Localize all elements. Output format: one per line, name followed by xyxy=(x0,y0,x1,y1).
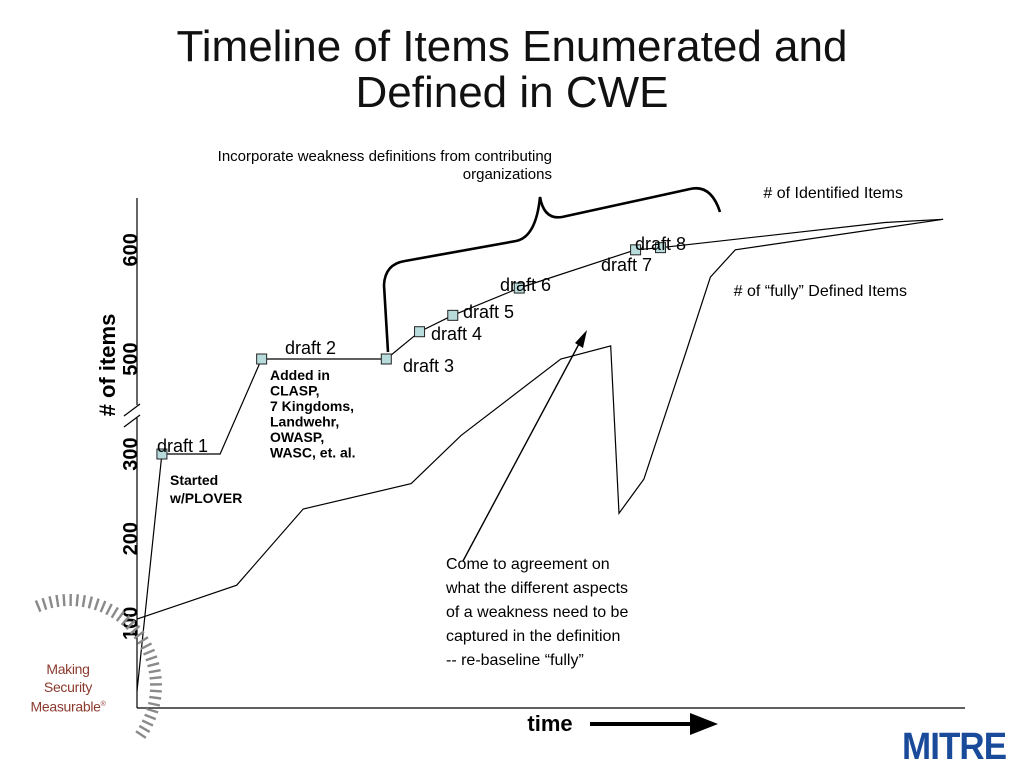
draft-marker xyxy=(655,242,667,254)
series-line-identified xyxy=(136,218,944,692)
page-title: Timeline of Items Enumerated and Defined… xyxy=(0,24,1024,116)
draft-marker xyxy=(380,353,392,365)
added-annotation-line: OWASP, xyxy=(270,429,324,445)
draft-label: draft 5 xyxy=(463,302,514,322)
added-annotation-line: WASC, et. al. xyxy=(270,445,356,461)
mitre-logo: MITRE xyxy=(902,726,1007,768)
draft-marker xyxy=(156,448,168,460)
draft-label: draft 3 xyxy=(403,356,454,376)
draft-marker xyxy=(256,353,268,365)
msm-logo-arc xyxy=(34,593,163,739)
draft-label: draft 2 xyxy=(285,338,336,358)
draft-label: draft 7 xyxy=(601,255,652,275)
draft-label: draft 1 xyxy=(157,436,208,456)
series-line-fully-defined xyxy=(136,218,944,620)
draft-marker xyxy=(414,326,426,338)
draft-label: draft 4 xyxy=(431,324,482,344)
title-line-2: Defined in CWE xyxy=(355,68,669,117)
markers-layer xyxy=(156,242,667,460)
msm-registered-mark: ® xyxy=(100,701,106,708)
agreement-pointer-head xyxy=(575,330,587,348)
msm-line-3-text: Measurable xyxy=(30,698,101,715)
draft-marker xyxy=(447,309,459,321)
agreement-annotation-line: of a weakness need to be xyxy=(446,604,628,621)
time-arrow-head xyxy=(690,713,718,735)
y-tick-label: 500 xyxy=(120,342,142,375)
agreement-annotation-line: Come to agreement on xyxy=(446,556,610,573)
y-tick-label: 300 xyxy=(120,437,142,470)
axis-break-marks xyxy=(123,403,141,428)
y-axis-label: # of items xyxy=(95,314,120,417)
draft-marker xyxy=(513,282,525,294)
agreement-annotation-line: -- re-baseline “fully” xyxy=(446,652,584,669)
incorporate-annotation-line: Incorporate weakness definitions from co… xyxy=(218,148,552,165)
series-layer xyxy=(136,218,944,692)
msm-line-2: Security xyxy=(43,679,93,695)
brace-bracket xyxy=(382,186,722,353)
annotations-layer: Incorporate weakness definitions from co… xyxy=(34,148,907,739)
identified-items-label: # of Identified Items xyxy=(763,185,903,202)
agreement-pointer-line xyxy=(462,341,581,562)
msm-line-1: Making xyxy=(46,661,90,677)
started-annotation-line: w/PLOVER xyxy=(169,490,242,506)
title-line-1: Timeline of Items Enumerated and xyxy=(176,22,848,71)
draft-marker xyxy=(630,244,642,256)
agreement-annotation-line: what the different aspects xyxy=(445,580,628,597)
added-annotation-line: 7 Kingdoms, xyxy=(270,398,354,414)
making-security-measurable-logo: Making Security Measurable® xyxy=(8,660,128,716)
added-annotation-line: Landwehr, xyxy=(270,414,339,430)
y-tick-label: 600 xyxy=(120,233,142,266)
agreement-annotation-line: captured in the definition xyxy=(446,628,620,645)
started-annotation-line: Started xyxy=(170,472,218,488)
incorporate-annotation-line: organizations xyxy=(463,166,552,183)
y-tick-label: 200 xyxy=(120,522,142,555)
x-axis-label: time xyxy=(527,711,572,736)
msm-line-3: Measurable® xyxy=(8,696,128,716)
draft-label: draft 8 xyxy=(635,234,686,254)
fully-defined-items-label: # of “fully” Defined Items xyxy=(734,283,907,300)
added-annotation-line: CLASP, xyxy=(270,383,320,399)
added-annotation-line: Added in xyxy=(270,367,330,383)
draft-label: draft 6 xyxy=(500,275,551,295)
